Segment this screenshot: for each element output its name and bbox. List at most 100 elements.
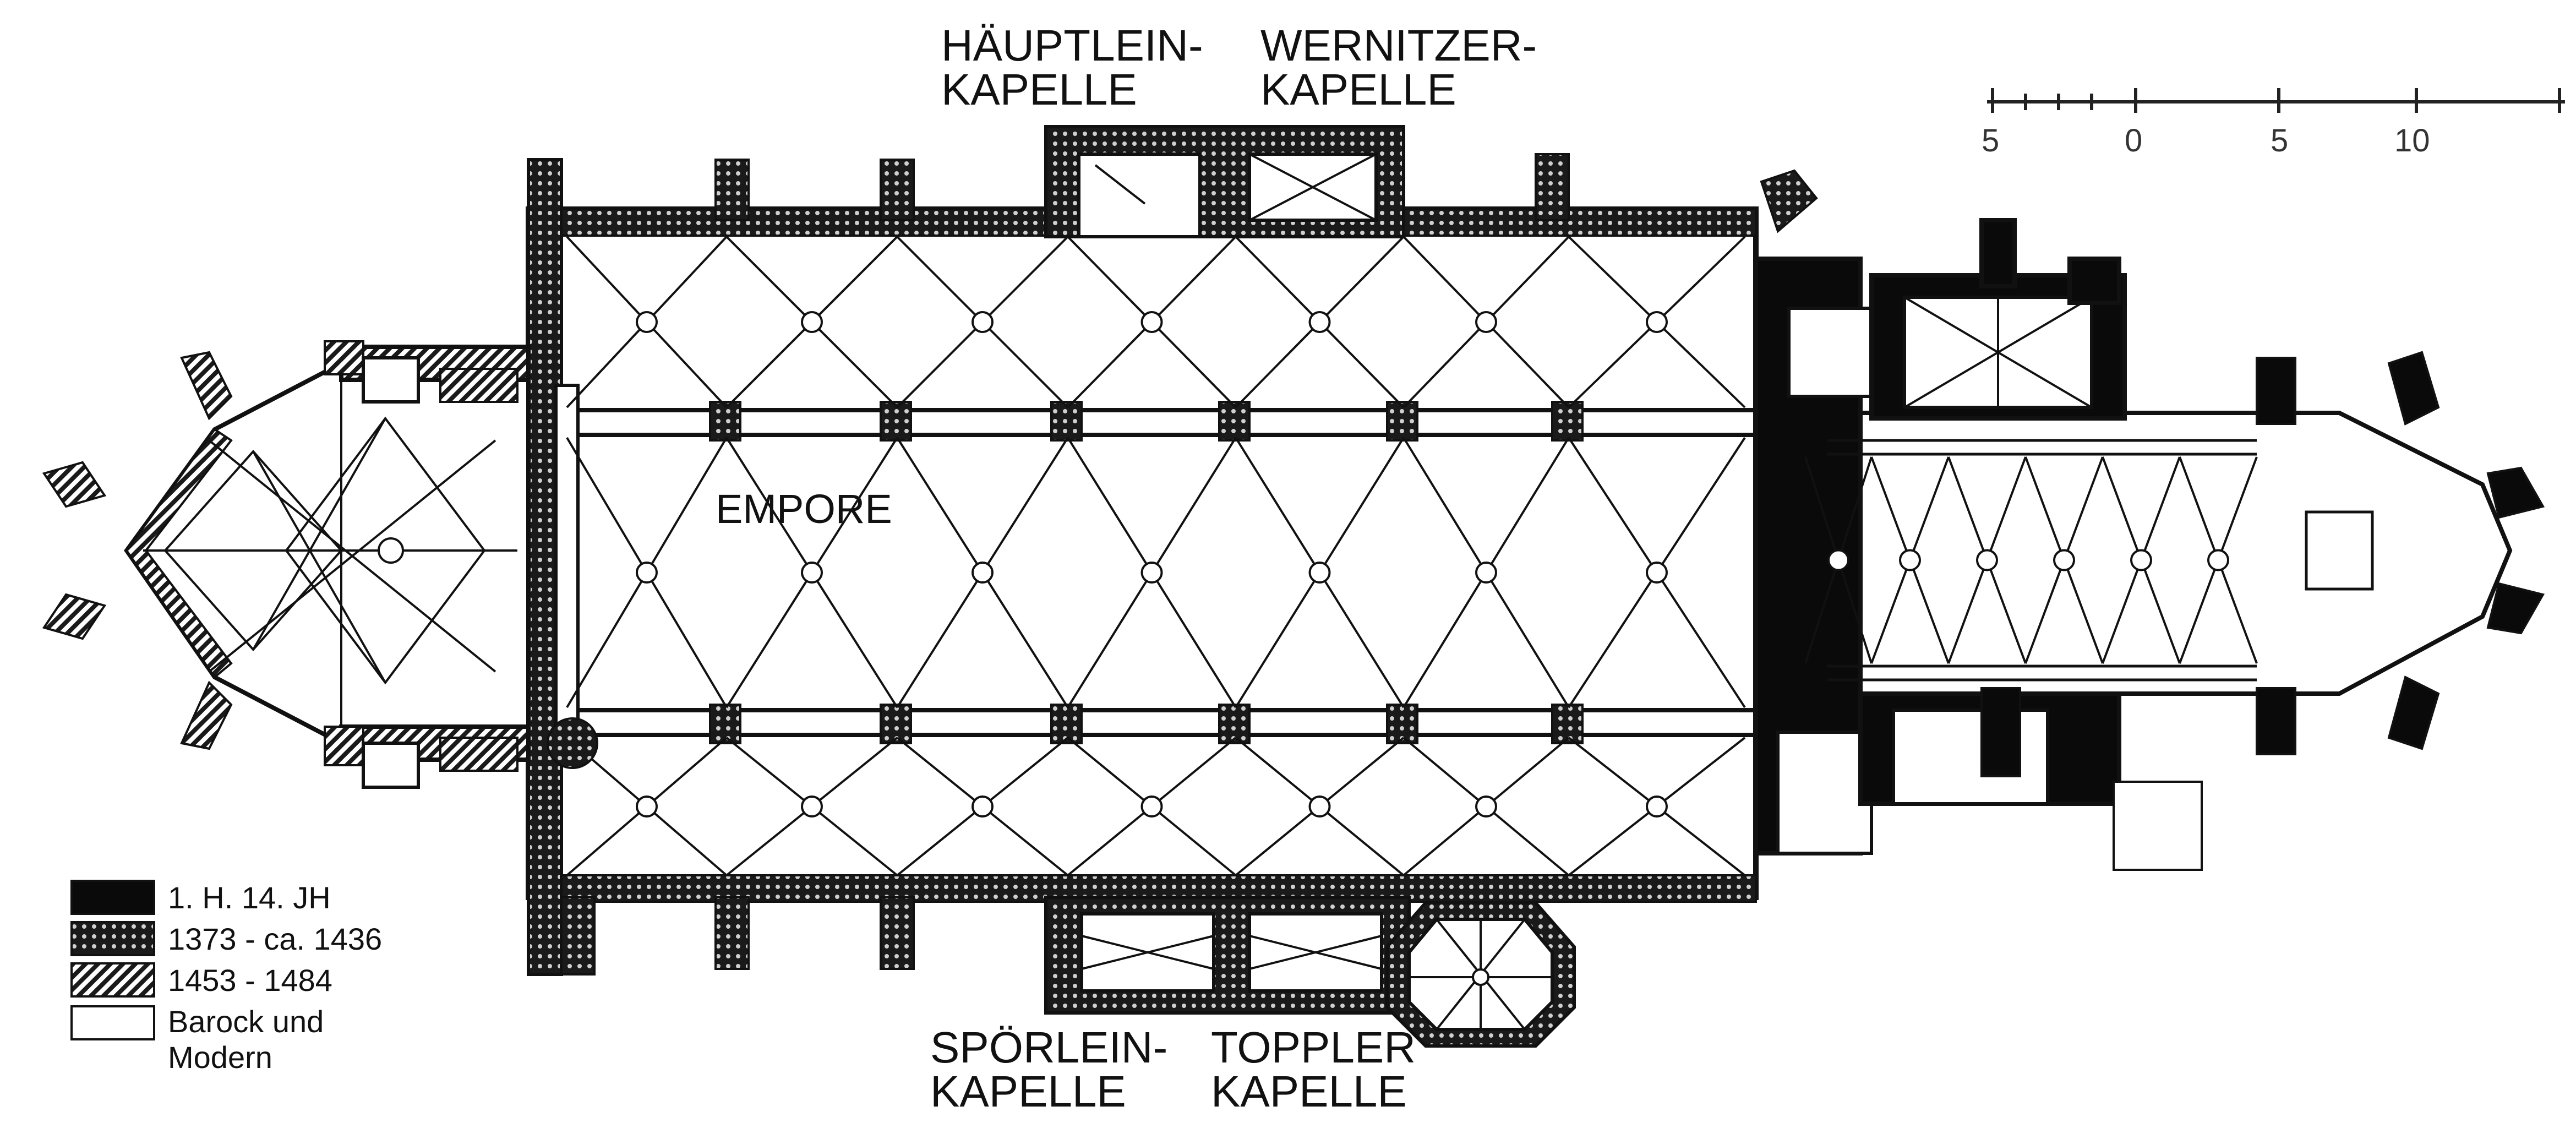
- vault-rib: [1402, 236, 1487, 323]
- vault-boss: [1646, 311, 1668, 333]
- vault-rib: [1986, 559, 2027, 664]
- vault-boss: [1976, 549, 1998, 571]
- vault-rib: [811, 571, 898, 709]
- vault-rib: [1837, 559, 1873, 664]
- vault-rib: [1656, 321, 1746, 408]
- vault-boss: [1475, 795, 1497, 818]
- vault-boss: [1140, 562, 1163, 584]
- vault-rib: [811, 321, 898, 408]
- legend-swatch-crosshatch: [70, 921, 155, 956]
- vault-rib: [811, 437, 898, 574]
- choir-rib-vaults: [1804, 456, 2258, 664]
- vault-boss: [1646, 795, 1668, 818]
- vault-rib: [725, 805, 813, 876]
- scale-tick-label: 5: [2271, 123, 2288, 159]
- vault-boss: [801, 795, 823, 818]
- vault-rib: [2140, 559, 2181, 664]
- vault-rib: [1656, 571, 1746, 709]
- legend: 1. H. 14. JH 1373 - ca. 1436 1453 - 1484…: [70, 880, 382, 1075]
- vault-rib: [1402, 805, 1487, 876]
- vault-rib: [1909, 456, 1950, 561]
- vault-rib: [1067, 805, 1153, 876]
- vault-boss: [636, 795, 658, 818]
- label-wernitzer-kapelle-line2: KAPELLE: [1260, 65, 1456, 114]
- vault-rib: [566, 805, 648, 876]
- vault-boss: [636, 311, 658, 333]
- vault-rib: [896, 737, 984, 808]
- vault-boss: [801, 562, 823, 584]
- legend-swatch-diagonal: [70, 962, 155, 998]
- vault-rib: [811, 236, 898, 323]
- vault-rib: [2102, 456, 2142, 561]
- vault-rib: [2024, 456, 2065, 561]
- vault-rib: [981, 321, 1069, 408]
- vault-rib: [1151, 805, 1237, 876]
- vault-rib: [1067, 571, 1153, 709]
- vault-boss: [1308, 562, 1331, 584]
- label-empore: EMPORE: [716, 486, 892, 532]
- vault-rib: [1235, 805, 1320, 876]
- vault-rib: [646, 236, 728, 323]
- vault-rib: [1656, 236, 1746, 323]
- vault-rib: [1235, 236, 1320, 323]
- scale-bar: [1987, 88, 2565, 113]
- vault-rib: [1804, 456, 1840, 561]
- vault-boss: [2130, 549, 2152, 571]
- vault-rib: [2217, 456, 2258, 561]
- vault-rib: [1656, 805, 1746, 876]
- vault-boss: [1899, 549, 1921, 571]
- vault-rib: [1235, 571, 1321, 709]
- scale-tick-label: 0: [2125, 123, 2142, 159]
- vault-rib: [896, 321, 984, 408]
- vault-rib: [1568, 236, 1658, 323]
- vault-rib: [1485, 571, 1570, 709]
- vault-rib: [2140, 456, 2181, 561]
- vault-rib: [1235, 437, 1321, 574]
- vault-boss: [1475, 562, 1497, 584]
- vault-rib: [646, 321, 728, 408]
- label-spoerlein-kapelle-line2: KAPELLE: [930, 1067, 1126, 1116]
- vault-boss: [1308, 795, 1331, 818]
- legend-swatch-blank: [70, 1005, 155, 1040]
- legend-label: 1373 - ca. 1436: [168, 922, 382, 956]
- vault-rib: [1402, 437, 1487, 574]
- label-toppler-kapelle-line2: KAPELLE: [1211, 1067, 1407, 1116]
- nave: [526, 158, 1759, 976]
- vault-rib: [2179, 559, 2219, 664]
- vault-rib: [896, 571, 984, 709]
- vault-rib: [2179, 456, 2219, 561]
- vault-rib: [1870, 559, 1911, 664]
- vault-rib: [1485, 321, 1570, 408]
- vault-rib: [1568, 571, 1658, 709]
- vault-rib: [2063, 559, 2104, 664]
- vault-rib: [1568, 321, 1658, 408]
- vault-rib: [1656, 437, 1746, 574]
- vault-rib: [2102, 559, 2142, 664]
- vault-rib: [1319, 805, 1405, 876]
- vault-rib: [1402, 571, 1487, 709]
- scale-tick-label: 10: [2394, 123, 2430, 159]
- vault-rib: [725, 737, 813, 808]
- vault-rib: [1318, 571, 1405, 709]
- vault-rib: [566, 571, 648, 709]
- vault-rib: [1568, 437, 1658, 574]
- vault-rib: [896, 805, 984, 876]
- label-spoerlein-kapelle-line1: SPÖRLEIN-: [930, 1023, 1167, 1072]
- vault-rib: [981, 236, 1069, 323]
- vault-boss: [1646, 562, 1668, 584]
- vault-boss: [1475, 311, 1497, 333]
- vault-boss: [1140, 795, 1163, 818]
- vault-rib: [1568, 737, 1658, 808]
- vault-rib: [1235, 737, 1320, 808]
- vault-rib: [896, 437, 984, 574]
- vault-rib: [1067, 737, 1153, 808]
- vault-boss: [636, 562, 658, 584]
- legend-swatch-solid: [70, 880, 155, 915]
- vault-rib: [1837, 456, 1873, 561]
- west-choir: [42, 340, 598, 789]
- vault-rib: [2063, 456, 2104, 561]
- vault-boss: [972, 795, 994, 818]
- label-toppler-kapelle-line1: TOPPLER: [1211, 1023, 1416, 1072]
- vault-rib: [1151, 737, 1237, 808]
- legend-label: Barock und: [168, 1004, 324, 1039]
